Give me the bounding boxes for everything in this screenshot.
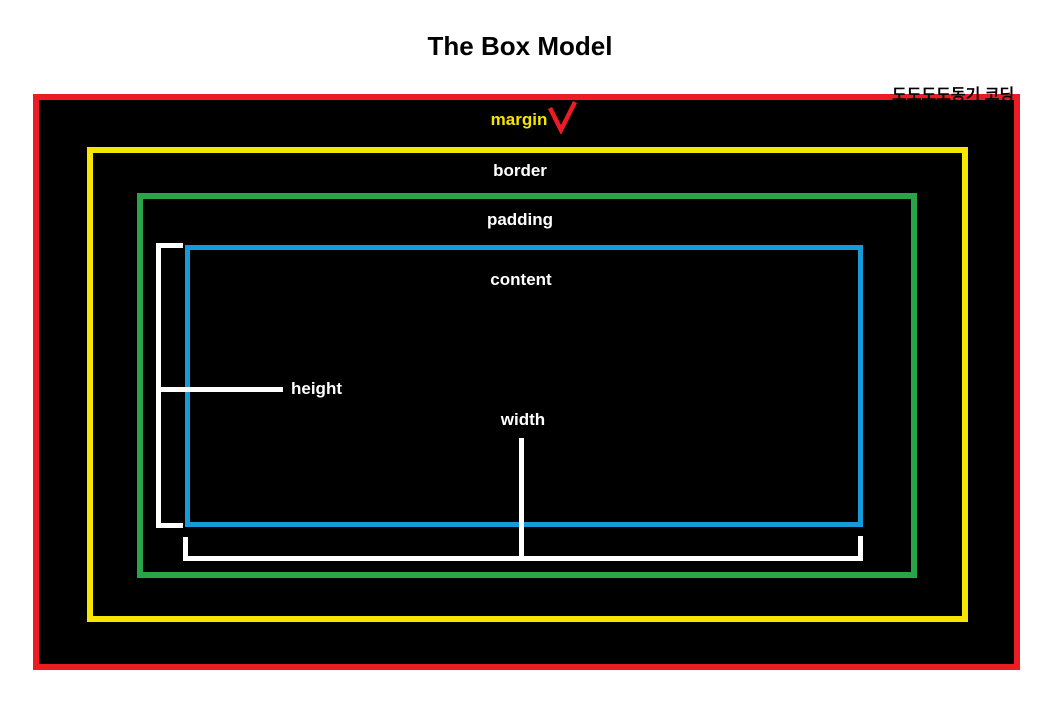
width-bracket-left-tick xyxy=(183,537,188,561)
height-bracket-line xyxy=(156,243,161,528)
border-box xyxy=(87,147,968,622)
page-title: The Box Model xyxy=(427,31,613,61)
margin-label: margin xyxy=(490,110,548,129)
watermark-text: 도도도도동기 코딩 xyxy=(892,87,1015,104)
content-label: content xyxy=(490,270,552,289)
border-label: border xyxy=(493,161,547,180)
checkmark-icon xyxy=(546,98,578,139)
padding-label: padding xyxy=(486,210,554,229)
content-box xyxy=(185,245,863,527)
width-label: width xyxy=(500,410,546,429)
width-pointer-line xyxy=(519,438,524,560)
padding-box xyxy=(137,193,917,578)
height-bracket-bottom-tick xyxy=(156,523,183,528)
height-label: height xyxy=(291,379,342,398)
height-pointer-line xyxy=(156,387,283,392)
height-bracket-top-tick xyxy=(156,243,183,248)
width-bracket-line xyxy=(183,556,863,561)
width-bracket-right-tick xyxy=(858,536,863,561)
